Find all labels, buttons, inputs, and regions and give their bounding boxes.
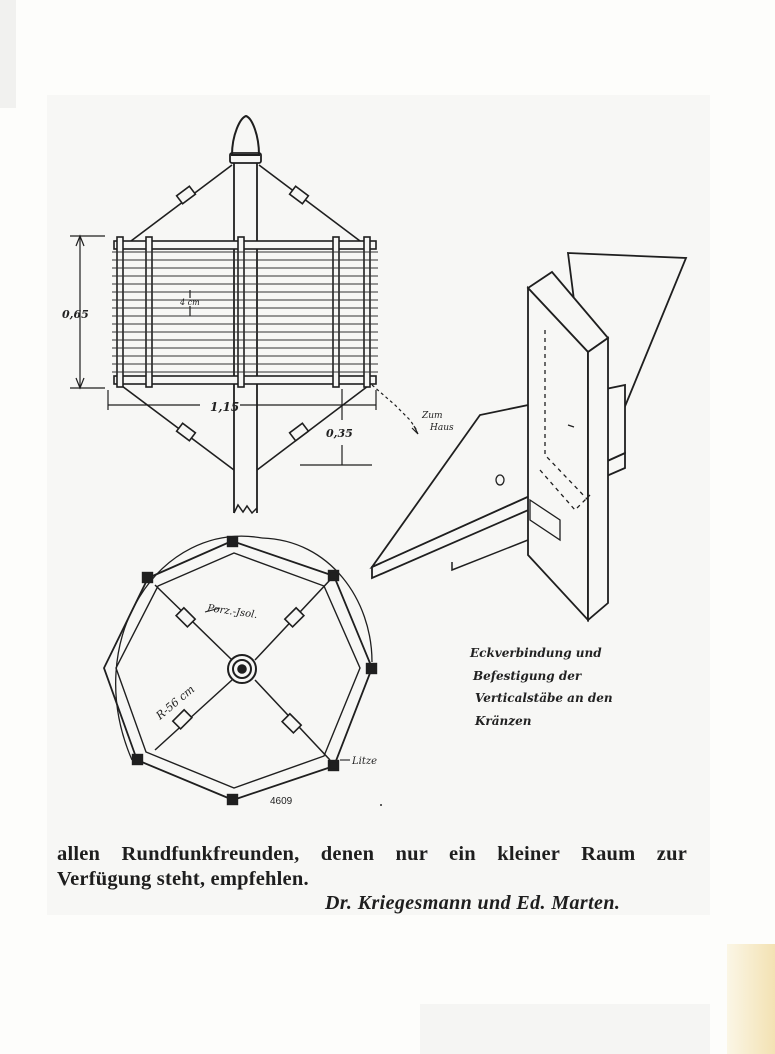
joint-note-line-1: Eckverbindung und [469,646,602,660]
antenna-technical-drawing: 0,65 1,15 4 cm 0,35 Zum Haus Porz.-Jsol.… [62,114,688,807]
figure-number: 4609 [270,796,293,807]
page-area: 0,65 1,15 4 cm 0,35 Zum Haus Porz.-Jsol.… [47,95,710,915]
body-text-line-2: Verfügung steht, empfehlen. [57,868,309,890]
author-signature: Dr. Kriegesmann und Ed. Marten. [325,892,621,914]
scan-edge [0,0,16,108]
scan-corner-tint [727,944,775,1054]
to-house-label-line1: Zum [421,411,443,421]
joint-note-line-3: Verticalstäbe an den [475,691,613,705]
spacing-dimension-label: 4 cm [179,298,200,307]
corner-joint-detail [369,252,688,623]
wire-label: Litze [351,756,377,767]
insulator-label: Porz.-Jsol. [206,603,259,621]
offset-dimension-label: 0,35 [326,427,353,440]
scan-strip [420,1004,710,1054]
joint-note-line-4: Kränzen [474,714,531,728]
width-dimension-label: 1,15 [210,400,239,414]
to-house-label-line2: Haus [429,423,454,433]
frame-antenna-elevation [70,114,419,515]
joint-note-line-2: Befestigung der [472,669,583,683]
body-text-line-1: allen Rundfunkfreunden, denen nur ein kl… [57,843,687,865]
ring-plan-view [103,535,382,806]
height-dimension-label: 0,65 [62,308,89,321]
